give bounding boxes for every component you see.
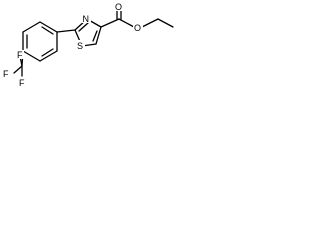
carbonyl-oxygen-label: O — [115, 2, 122, 12]
nitrogen-label: N — [83, 14, 90, 24]
ester-oxygen-label: O — [134, 23, 141, 33]
aryl-thiazole-bond — [56, 29, 76, 33]
benzene-ring — [22, 21, 58, 62]
chemical-structure: N S O O F F F — [2, 1, 174, 88]
ethyl-ester-group — [100, 8, 174, 28]
atom-labels: N S O O F F F — [2, 1, 143, 88]
sulfur-label: S — [77, 41, 83, 51]
fluorine-top-label: F — [17, 50, 23, 60]
fluorine-bottom-label: F — [19, 78, 25, 88]
fluorine-left-label: F — [3, 69, 9, 79]
